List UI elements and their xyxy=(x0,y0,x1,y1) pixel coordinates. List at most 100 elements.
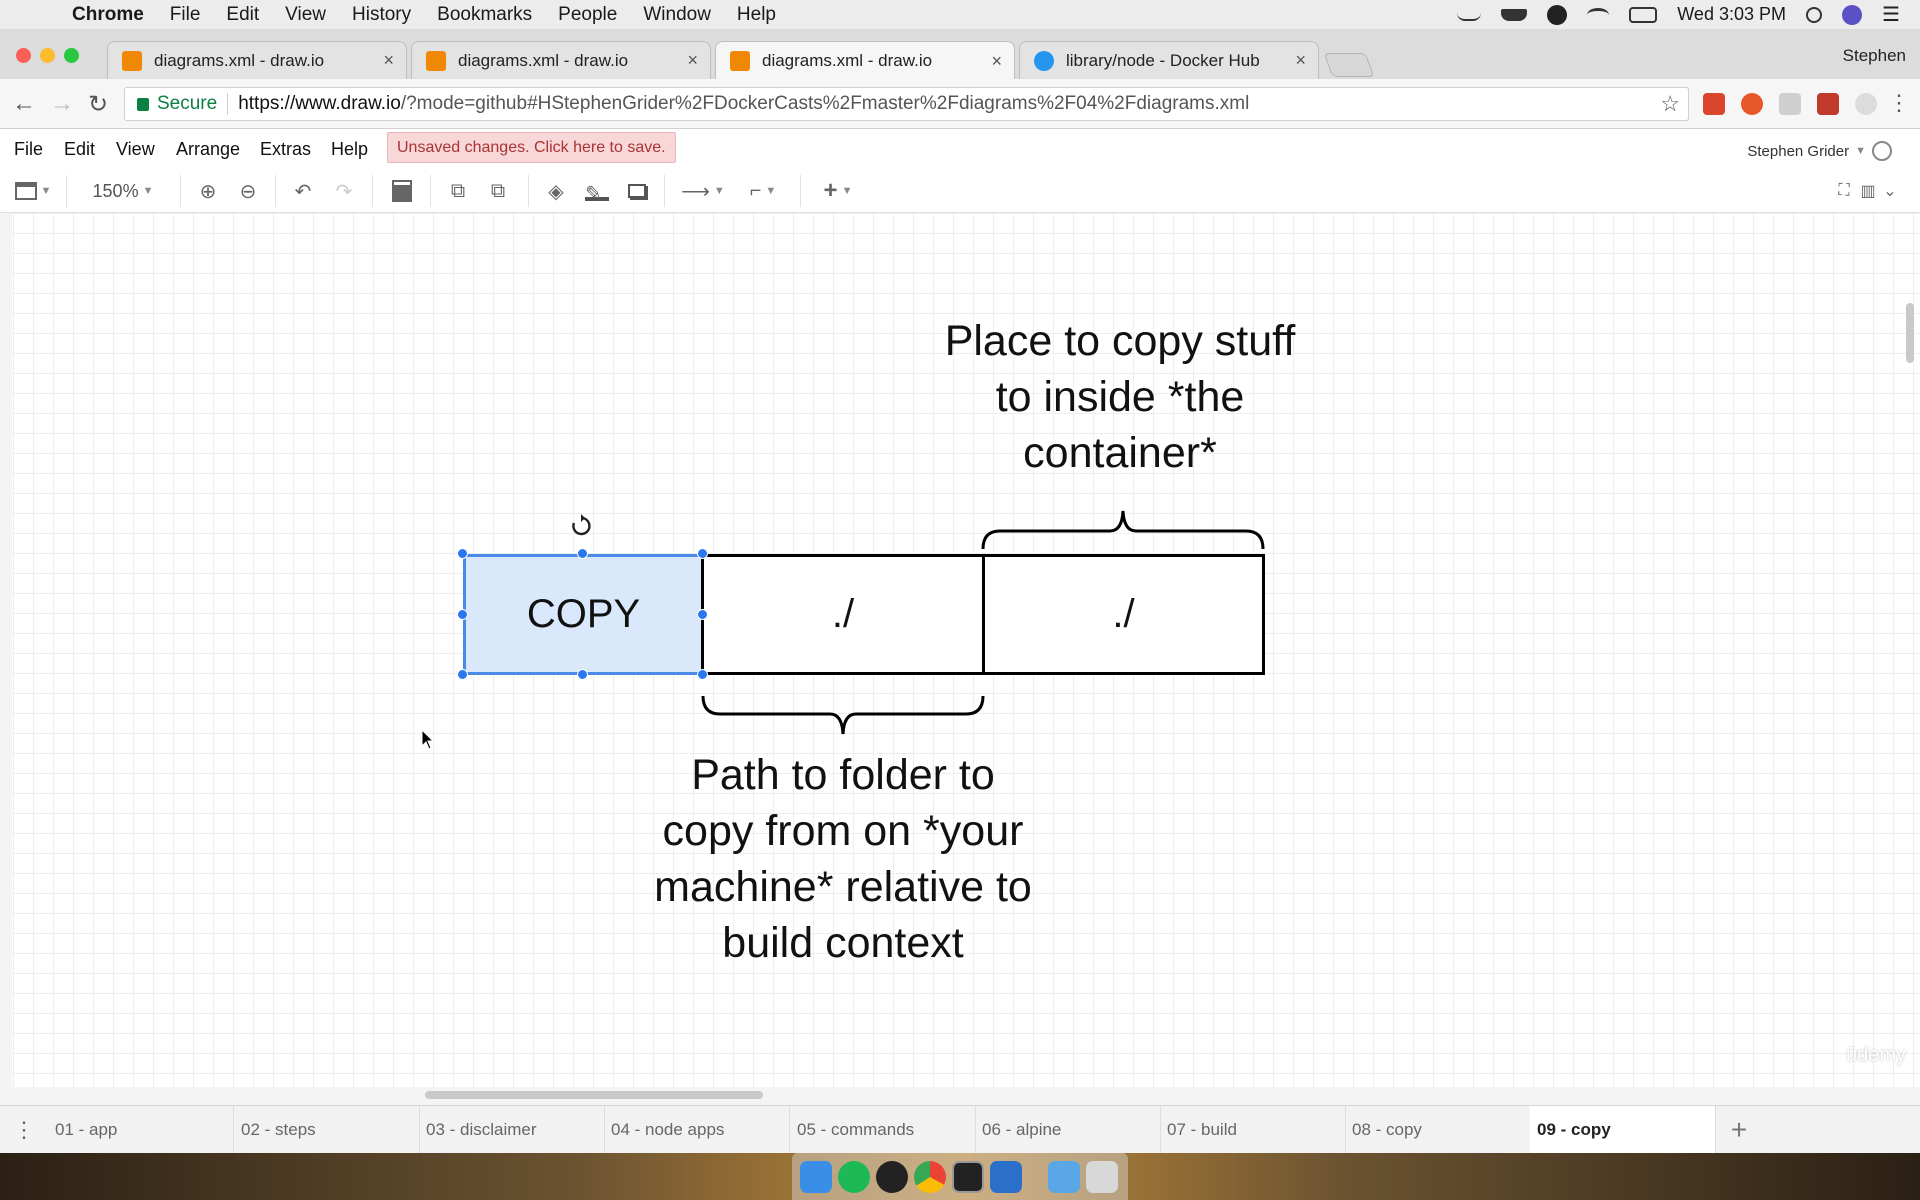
close-icon[interactable]: × xyxy=(383,50,394,70)
pages-menu-icon[interactable]: ⋮ xyxy=(13,1117,35,1142)
page-tab[interactable]: 07 - build xyxy=(1160,1106,1346,1154)
page-tab-active[interactable]: 09 - copy xyxy=(1530,1106,1716,1154)
user-menu[interactable]: Stephen Grider ▼ xyxy=(1747,141,1892,161)
insert-icon[interactable]: +▼ xyxy=(823,177,853,204)
page-tab[interactable]: 02 - steps xyxy=(234,1106,420,1154)
resize-handle[interactable] xyxy=(577,548,588,559)
page-tab[interactable]: 03 - disclaimer xyxy=(419,1106,605,1154)
page-tab[interactable]: 01 - app xyxy=(48,1106,234,1154)
mac-menu-window[interactable]: Window xyxy=(643,3,711,25)
waypoint-style-icon[interactable]: ⌐▼ xyxy=(749,179,777,202)
zoom-in-icon[interactable]: ⊕ xyxy=(199,180,217,203)
chrome-icon[interactable] xyxy=(914,1161,946,1193)
bookmark-star-icon[interactable]: ☆ xyxy=(1660,91,1680,116)
menu-help[interactable]: Help xyxy=(331,139,369,159)
mac-menu-history[interactable]: History xyxy=(352,3,412,25)
profile-name[interactable]: Stephen xyxy=(1842,46,1906,65)
resize-handle[interactable] xyxy=(697,609,708,620)
reload-icon[interactable]: ↻ xyxy=(88,91,109,118)
page-tab[interactable]: 04 - node apps xyxy=(604,1106,790,1154)
vscode-icon[interactable] xyxy=(990,1161,1022,1193)
trash-icon[interactable] xyxy=(1086,1161,1118,1193)
globe-icon[interactable] xyxy=(1872,141,1892,161)
top-curly-brace[interactable] xyxy=(980,495,1266,551)
delete-icon[interactable] xyxy=(390,179,414,203)
app-name[interactable]: Chrome xyxy=(72,3,144,25)
undo-icon[interactable]: ↶ xyxy=(294,180,312,203)
new-tab-button[interactable] xyxy=(1323,53,1375,77)
menu-arrange[interactable]: Arrange xyxy=(176,139,241,159)
chrome-menu-icon[interactable]: ⋮ xyxy=(1888,90,1910,115)
mac-menu-file[interactable]: File xyxy=(169,3,201,25)
source-path-cell[interactable]: ./ xyxy=(701,554,985,675)
finder-icon[interactable] xyxy=(800,1161,832,1193)
connection-style-icon[interactable]: ⟶▼ xyxy=(681,180,725,203)
extension-icon[interactable] xyxy=(1817,93,1839,115)
resize-handle[interactable] xyxy=(697,669,708,680)
menu-file[interactable]: File xyxy=(14,139,44,159)
zoom-out-icon[interactable]: ⊖ xyxy=(239,180,257,203)
obs-icon[interactable] xyxy=(876,1161,908,1193)
resize-handle[interactable] xyxy=(457,669,468,680)
glasses-icon[interactable] xyxy=(1457,9,1482,21)
bottom-curly-brace[interactable] xyxy=(700,694,986,750)
extension-icon[interactable] xyxy=(1779,93,1801,115)
address-bar[interactable]: Secure https://www.draw.io /?mode=github… xyxy=(124,87,1689,121)
obs-status-icon[interactable] xyxy=(1547,4,1568,25)
battery-icon[interactable] xyxy=(1629,6,1658,23)
browser-tab-active[interactable]: diagrams.xml - draw.io × xyxy=(715,41,1015,80)
resize-handle[interactable] xyxy=(457,548,468,559)
forward-icon[interactable]: → xyxy=(50,90,74,117)
extension-icon[interactable] xyxy=(1855,93,1877,115)
sidebar-collapse-handle[interactable] xyxy=(0,213,12,1105)
fullscreen-icon[interactable]: ⛶ xyxy=(1838,182,1850,199)
add-page-button[interactable]: + xyxy=(1730,1114,1748,1145)
clock[interactable]: Wed 3:03 PM xyxy=(1677,4,1786,24)
menu-view[interactable]: View xyxy=(116,139,155,159)
wifi-icon[interactable] xyxy=(1587,7,1610,22)
close-icon[interactable]: × xyxy=(687,50,698,70)
page-tab[interactable]: 08 - copy xyxy=(1345,1106,1531,1154)
folder-icon[interactable] xyxy=(1048,1161,1080,1193)
resize-handle[interactable] xyxy=(697,548,708,559)
shadow-icon[interactable] xyxy=(625,179,649,203)
top-caption[interactable]: Place to copy stuff to inside *the conta… xyxy=(910,313,1330,481)
vertical-scrollbar[interactable] xyxy=(1906,303,1914,363)
mac-menu-edit[interactable]: Edit xyxy=(226,3,260,25)
mac-menu-help[interactable]: Help xyxy=(736,3,776,25)
dest-path-cell[interactable]: ./ xyxy=(982,554,1265,675)
line-color-icon[interactable]: ✎ xyxy=(584,179,610,205)
back-icon[interactable]: ← xyxy=(12,90,36,117)
minimize-window-button[interactable] xyxy=(40,48,55,63)
bottom-caption[interactable]: Path to folder to copy from on *your mac… xyxy=(600,747,1086,971)
docker-status-icon[interactable] xyxy=(1501,8,1528,21)
notification-center-icon[interactable] xyxy=(1882,2,1904,27)
resize-handle[interactable] xyxy=(457,609,468,620)
browser-tab[interactable]: diagrams.xml - draw.io × xyxy=(411,41,711,79)
page-tab[interactable]: 06 - alpine xyxy=(975,1106,1161,1154)
horizontal-scrollbar[interactable] xyxy=(425,1091,763,1099)
format-panel-toggle[interactable]: ▼ xyxy=(10,179,56,203)
to-front-icon[interactable]: ⧉ xyxy=(450,179,466,202)
siri-icon[interactable] xyxy=(1842,4,1862,25)
menu-extras[interactable]: Extras xyxy=(260,139,312,159)
format-panel-icon[interactable]: ▥ xyxy=(1860,183,1876,200)
extension-icon[interactable] xyxy=(1741,93,1763,115)
terminal-icon[interactable] xyxy=(952,1161,984,1193)
close-window-button[interactable] xyxy=(16,48,31,63)
browser-tab[interactable]: diagrams.xml - draw.io × xyxy=(107,41,407,79)
diagram-canvas[interactable]: Place to copy stuff to inside *the conta… xyxy=(0,213,1920,1105)
mac-menu-view[interactable]: View xyxy=(285,3,327,25)
close-icon[interactable]: × xyxy=(1295,50,1306,70)
close-icon[interactable]: × xyxy=(991,50,1002,71)
zoom-select[interactable]: 150%▼ xyxy=(82,179,164,203)
extension-icon[interactable] xyxy=(1703,93,1725,115)
menu-edit[interactable]: Edit xyxy=(64,139,96,159)
unsaved-changes-button[interactable]: Unsaved changes. Click here to save. xyxy=(387,132,676,163)
copy-cell[interactable]: COPY xyxy=(463,554,704,675)
browser-tab[interactable]: library/node - Docker Hub × xyxy=(1019,41,1319,79)
zoom-window-button[interactable] xyxy=(64,48,79,63)
resize-handle[interactable] xyxy=(577,669,588,680)
rotate-handle-icon[interactable] xyxy=(569,514,593,538)
collapse-toolbar-icon[interactable]: ⌄ xyxy=(1883,183,1897,200)
